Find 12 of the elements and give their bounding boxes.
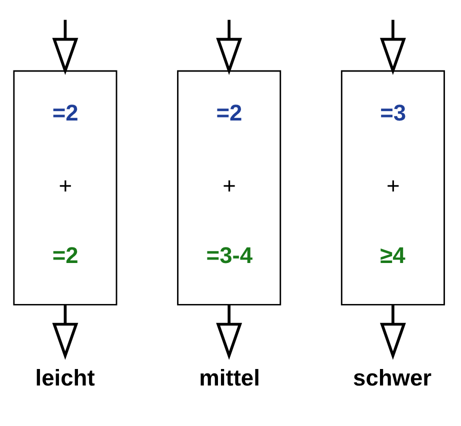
arrow [216, 304, 242, 360]
node-box: =2 + =3-4 [177, 70, 282, 306]
node-box: =3 + ≥4 [340, 70, 445, 306]
node-box: =2 + =2 [13, 70, 118, 306]
arrow [216, 20, 242, 76]
node-text: mittel [199, 364, 260, 391]
arrow [52, 20, 78, 76]
arrow [52, 304, 78, 360]
node-text: schwer [353, 364, 432, 391]
node-text: leicht [35, 364, 95, 391]
arrow [380, 304, 406, 360]
arrow [380, 20, 406, 76]
